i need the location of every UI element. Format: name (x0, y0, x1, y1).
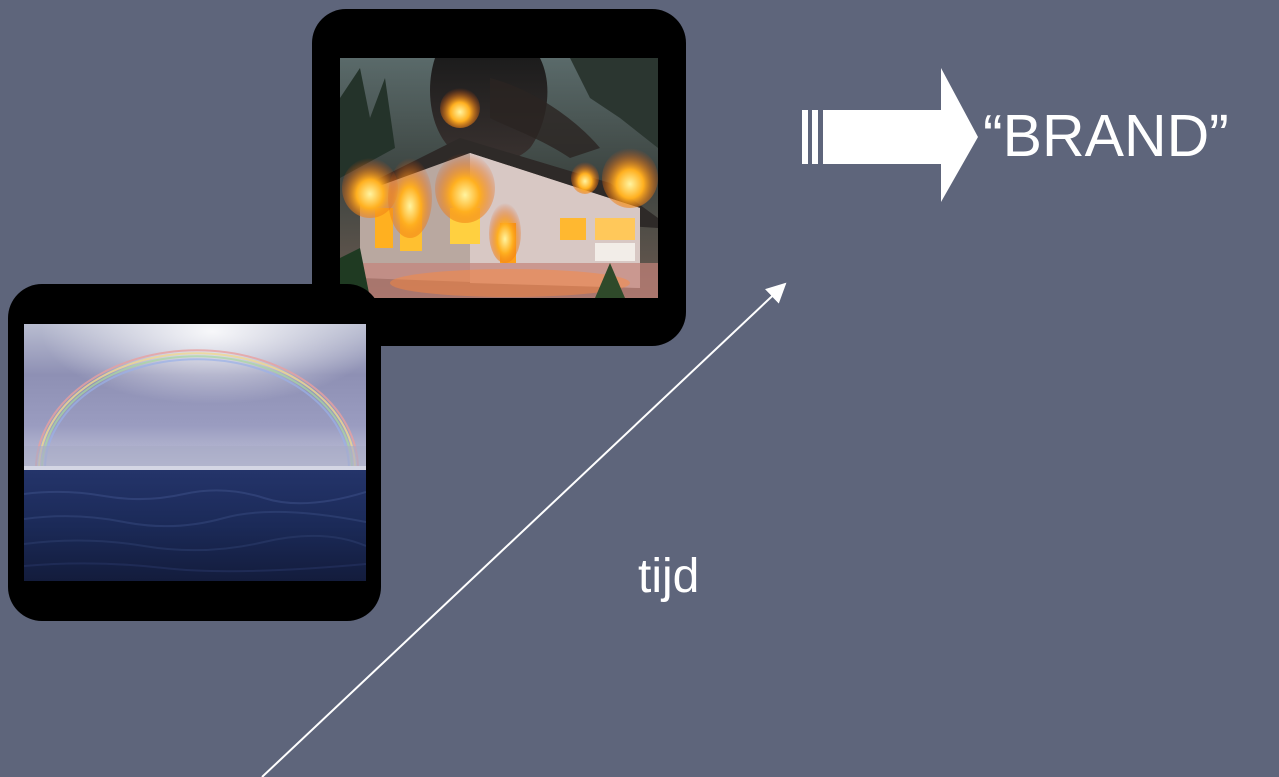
rainbow-over-sea-photo (24, 324, 366, 581)
time-axis-label: tijd (638, 553, 699, 601)
burning-house-photo (340, 58, 658, 298)
result-label: “BRAND” (983, 107, 1229, 166)
earlier-image-frame (8, 284, 381, 621)
result-block-arrow-icon (802, 68, 978, 202)
